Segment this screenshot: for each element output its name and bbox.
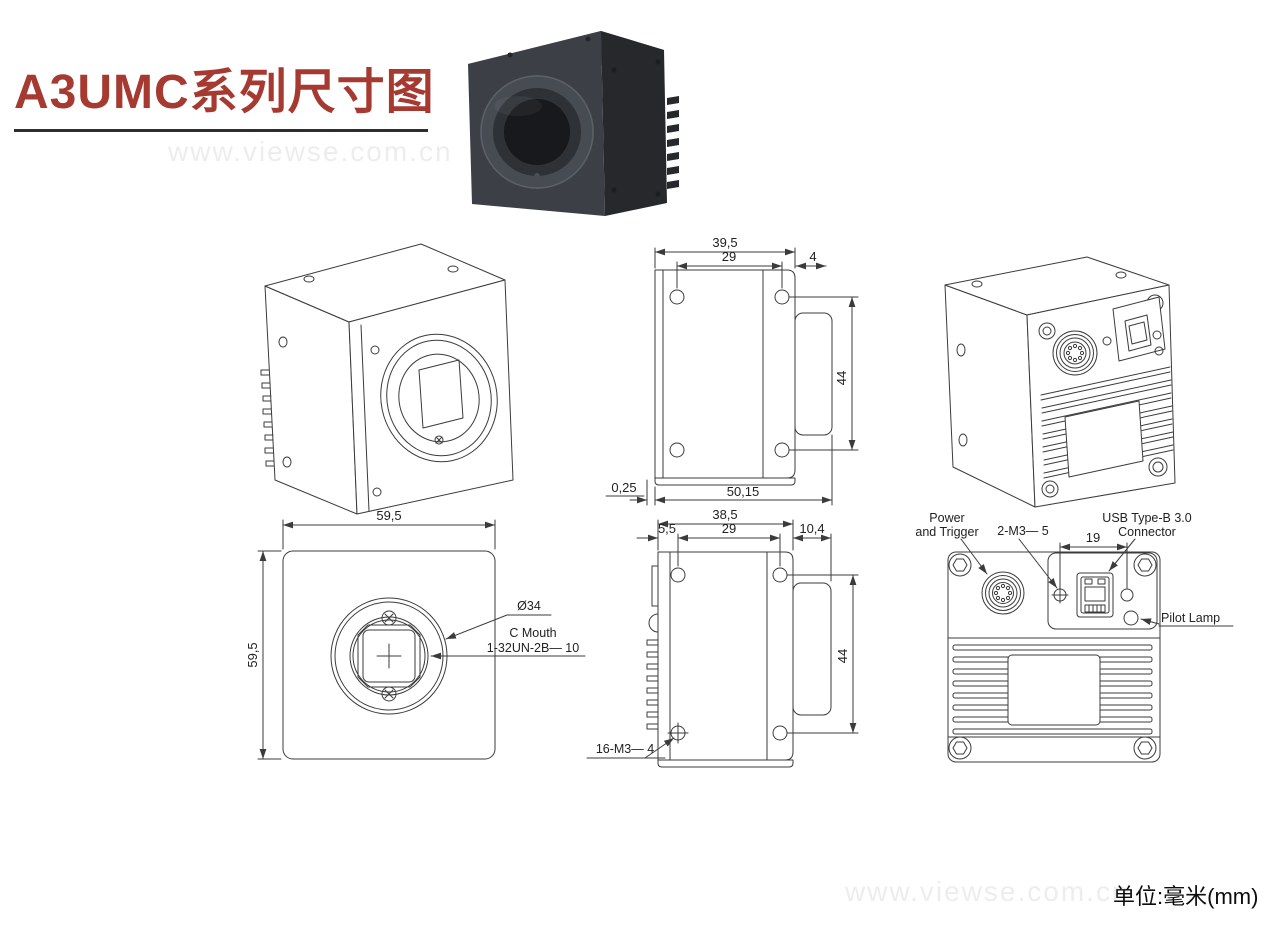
side-top-dimensions: 39,5 29 4 44 0,25 50,15 [605,235,859,506]
back-labels: Power and Trigger 2-M3— 5 19 USB Type-B … [915,511,1234,627]
iso-back-heatsink [1040,366,1174,479]
iso-front-view [260,243,514,515]
pilot-lamp [1123,610,1139,626]
page-title: A3UMC系列尺寸图 [14,66,435,119]
dim-38-5: 38,5 [712,507,737,522]
dim-10-4: 10,4 [799,521,824,536]
label-c-mouth: C Mouth [509,626,556,640]
dim-29-b: 29 [722,521,736,536]
label-usb-line1: USB Type-B 3.0 [1102,511,1191,525]
title-underline [14,129,428,132]
dim-29: 29 [722,249,736,264]
back-power-connector [981,571,1025,615]
back-heatsink [952,644,1153,735]
product-photo [468,31,679,216]
label-usb-line2: Connector [1118,525,1176,539]
side-bottom-outline [646,551,832,768]
dim-44: 44 [834,371,849,385]
units-note: 单位:毫米(mm) [1113,884,1259,909]
dim-19: 19 [1086,530,1100,545]
label-pilot-lamp: Pilot Lamp [1161,611,1220,625]
watermark-bottom: www.viewse.com.cn [845,876,1130,907]
camera-photo-lens [480,75,594,189]
iso-back-connectors [1052,296,1166,376]
usb-port [1076,572,1114,618]
front-outline [282,550,496,760]
iso-back-view [944,256,1176,508]
front-view: 59,5 59,5 Ø34 C Mouth 1-32UN-2B— 10 [245,508,586,760]
side-top-outline [654,269,833,486]
label-2-m3: 2-M3— 5 [997,524,1048,538]
dim-0-25: 0,25 [611,480,636,495]
label-16-m3: 16-M3— 4 [596,742,654,756]
back-io-panel [1047,552,1158,630]
dim-4: 4 [809,249,816,264]
dim-50-15: 50,15 [727,484,760,499]
front-dimensions: 59,5 59,5 Ø34 C Mouth 1-32UN-2B— 10 [245,508,586,760]
label-mount-thread: 1-32UN-2B— 10 [487,641,579,655]
side-view-bottom: 38,5 5,5 29 10,4 44 16-M3— 4 [586,507,859,768]
label-diameter-34: Ø34 [517,599,541,613]
iso-front-lens [380,333,498,463]
dim-44-b: 44 [835,649,850,663]
dim-height-59-5: 59,5 [245,642,260,667]
dim-5-5: 5,5 [658,521,676,536]
dim-width-59-5: 59,5 [376,508,401,523]
back-view: Power and Trigger 2-M3— 5 19 USB Type-B … [915,511,1234,763]
dim-39-5: 39,5 [712,235,737,250]
side-view-top: 39,5 29 4 44 0,25 50,15 [605,235,859,506]
label-power-line1: Power [929,511,964,525]
label-power-line2: and Trigger [915,525,978,539]
back-outline [947,551,1161,763]
watermark-top: www.viewse.com.cn [168,136,453,167]
side-bottom-dimensions: 38,5 5,5 29 10,4 44 16-M3— 4 [586,507,859,759]
